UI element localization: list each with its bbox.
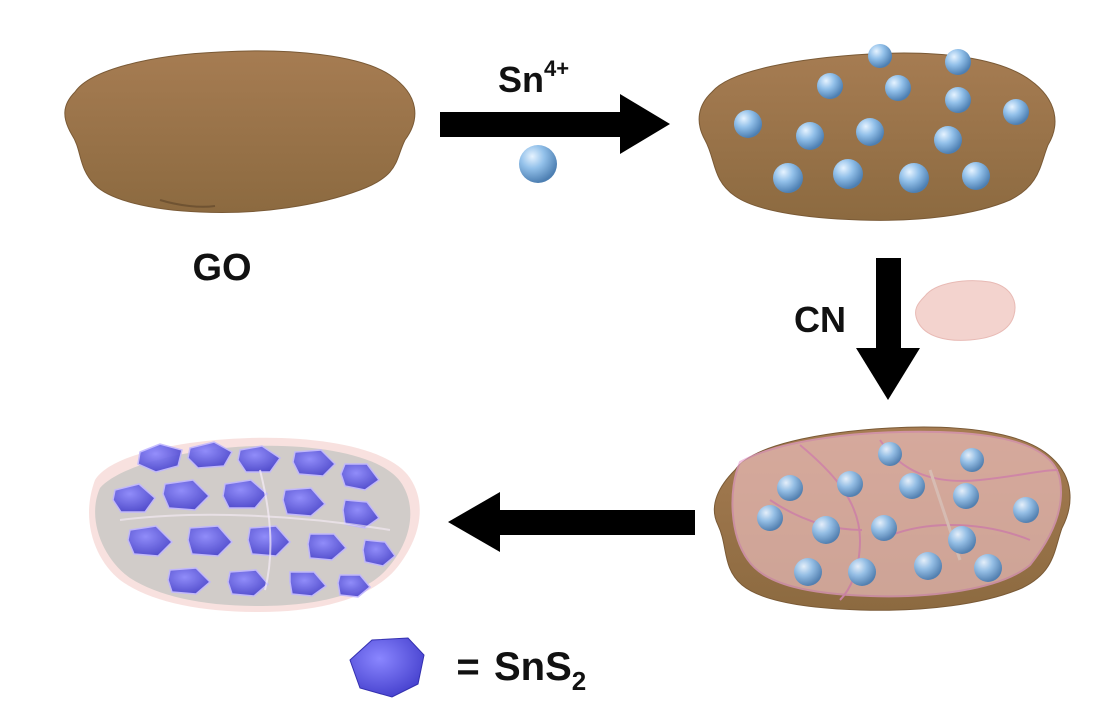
arrow-down [856,258,920,400]
arrow-left [448,492,695,552]
cn-overlay [731,430,1062,601]
sn-spheres [734,44,1029,193]
sn-ion-label: Sn4+ [498,56,569,100]
sns2-flakes [112,441,397,598]
sn-spheres-covered [757,442,1039,586]
sns2-composite [89,437,420,612]
go-sheet [64,50,416,213]
arrow-right-1 [440,94,670,154]
legend-sns2-label: SnS2 [494,645,586,696]
pink-sheet-icon [915,280,1016,341]
go-sn-sheet [698,44,1056,221]
go-label: GO [192,247,251,289]
cn-label: CN [794,299,846,340]
legend-equals: = [456,645,479,689]
sns2-flake-icon [349,637,425,698]
blue-sphere-icon [519,145,557,183]
go-sn-cn-composite [713,426,1071,611]
